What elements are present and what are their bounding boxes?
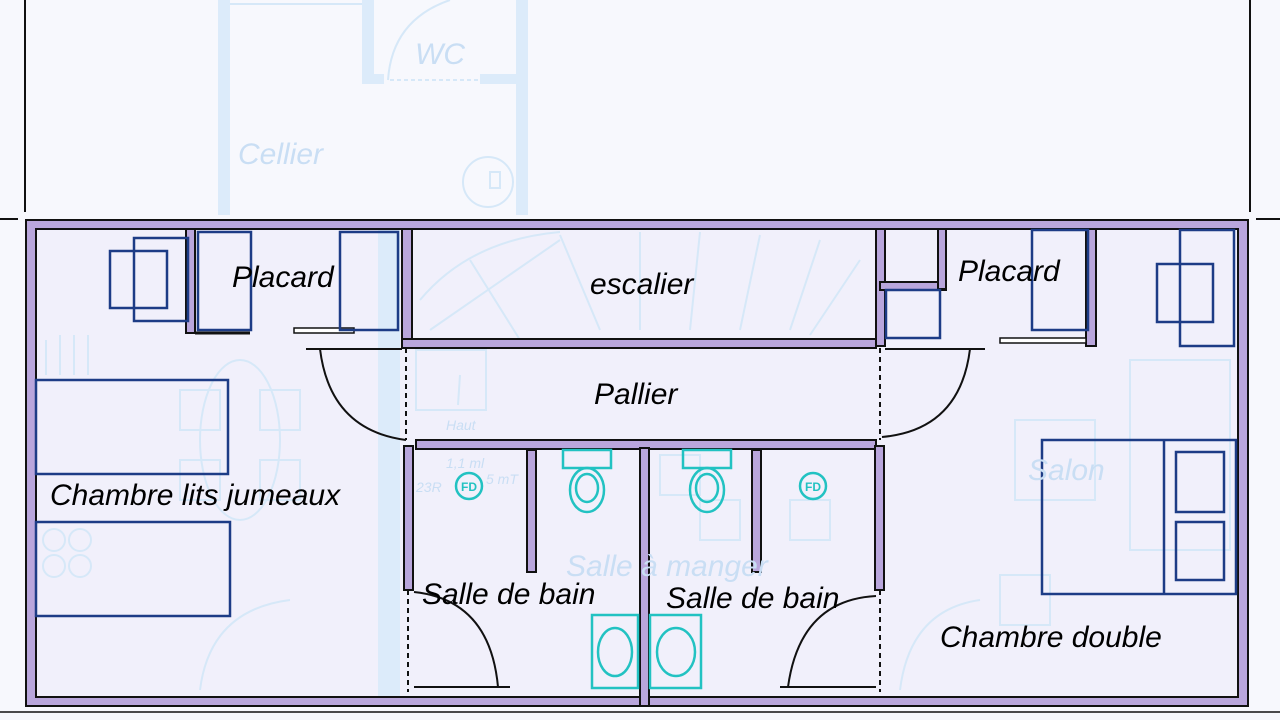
shelf-icon [338,230,400,332]
chair-icon [108,249,169,310]
floor-drain-icon: FD [454,471,484,501]
pillow-icon [1174,520,1226,582]
label-salle-a-manger: Salle à manger [566,550,769,583]
chair-icon [1155,262,1215,324]
background-plan [45,0,1231,699]
pillow-icon [1174,450,1226,514]
room-label-placard-left: Placard [232,261,335,294]
toilet-icon [561,448,613,514]
interior-walls [185,228,1097,707]
room-label-salle-de-bain-1: Salle de bain [422,578,595,611]
chair-icon [132,236,190,323]
label-cellier: Cellier [238,138,324,171]
room-label-chambre-double: Chambre double [940,621,1162,654]
sanitary: FD FD [454,448,828,690]
floor-drain-label: FD [805,480,821,494]
toilet-icon [681,448,733,514]
washbasin-icon [648,613,703,690]
label-salon: Salon [1028,454,1105,487]
room-label-pallier: Pallier [594,378,678,411]
label-haut: Haut [446,417,477,433]
double-bed-icon [1040,438,1238,596]
shelf-icon [196,230,253,332]
label-wc: WC [415,38,465,71]
twin-bed-icon [34,378,230,476]
washbasin-icon [590,613,640,690]
room-label-salle-de-bain-2: Salle de bain [666,582,839,615]
room-label-placard-right: Placard [958,255,1061,288]
furniture [34,228,1238,618]
label-ml: 1,1 ml [446,455,485,471]
label-mt: 5 mT [486,471,519,487]
room-label-escalier: escalier [590,268,694,301]
floor-drain-label: FD [461,480,477,494]
twin-bed-icon [34,520,232,618]
shelf-icon [1030,228,1090,332]
doors [306,348,985,692]
chair-icon [1178,228,1236,348]
shelf-icon [884,288,942,340]
room-label-chambre-lits-jumeaux: Chambre lits jumeaux [50,479,341,512]
floor-drain-icon: FD [798,471,828,501]
label-23r: 23R [415,479,442,495]
